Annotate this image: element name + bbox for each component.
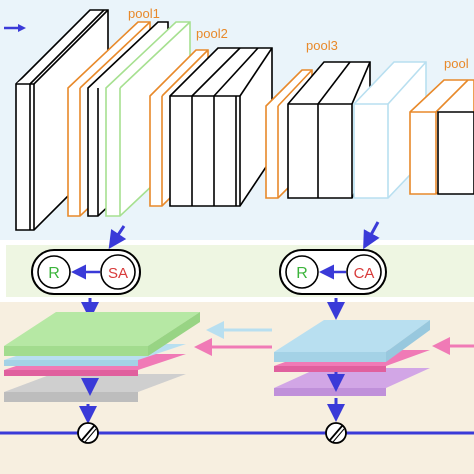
- layer-purple: [274, 368, 430, 388]
- sa-label: SA: [108, 265, 128, 282]
- residual-node: [37, 255, 71, 289]
- layer-blue: [274, 320, 430, 352]
- pool4-label: pool: [444, 56, 469, 71]
- residual-node: [285, 255, 319, 289]
- pool1-label: pool1: [128, 6, 160, 21]
- residual-label: R: [296, 265, 308, 282]
- conv-block-2: [169, 47, 273, 207]
- circle-slash-icon: [325, 422, 347, 444]
- ca-node: [346, 254, 382, 290]
- right-layer-stack: [274, 320, 430, 396]
- arrow-down-icon: [363, 221, 380, 250]
- arrow-right-icon: [4, 24, 26, 32]
- ca-label: CA: [354, 265, 375, 282]
- conv-block-4: [437, 111, 474, 195]
- pool3-label: pool3: [306, 38, 338, 53]
- pool2-label: pool2: [196, 26, 228, 41]
- sa-node: [100, 254, 136, 290]
- channel-attention-module: R CA: [279, 249, 387, 295]
- arrow-down-icon: [108, 225, 127, 249]
- feature-map-3-blue: [353, 61, 427, 199]
- circle-slash-icon: [77, 422, 99, 444]
- spatial-attention-module: R SA: [31, 249, 141, 295]
- layer-green: [4, 312, 200, 346]
- residual-label: R: [48, 265, 60, 282]
- left-layer-stack: [4, 312, 200, 402]
